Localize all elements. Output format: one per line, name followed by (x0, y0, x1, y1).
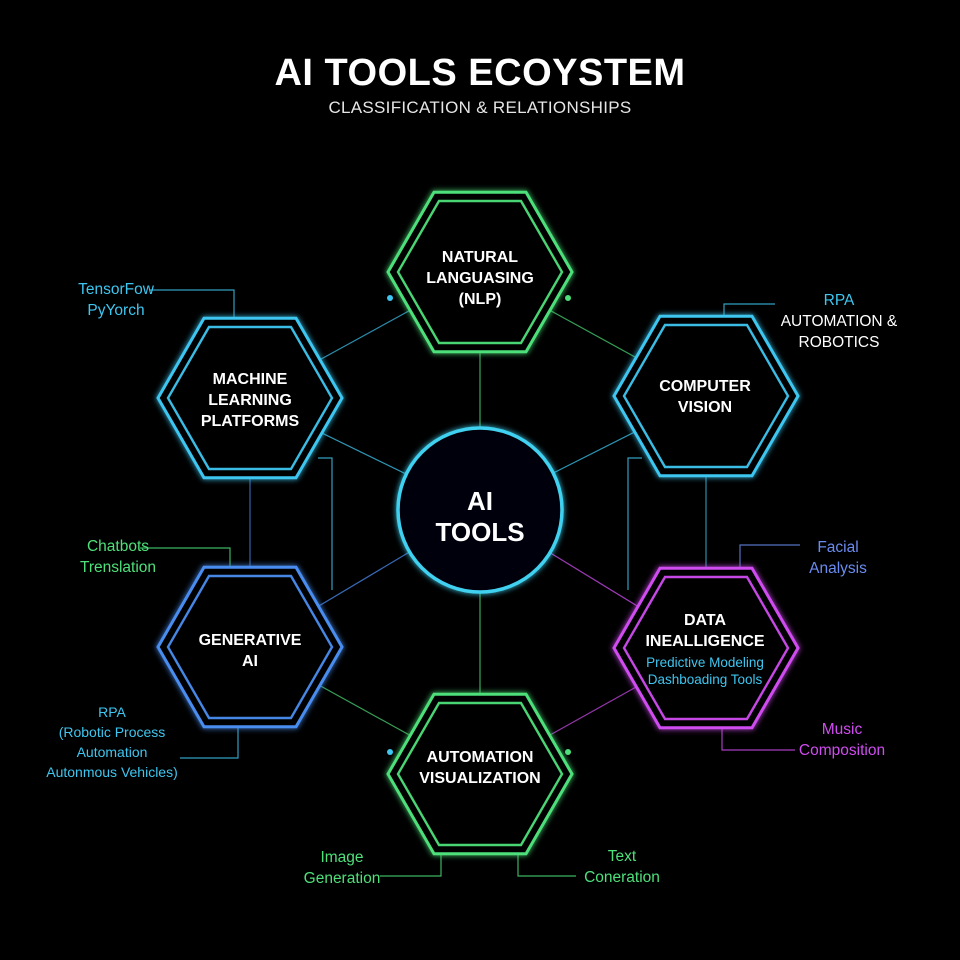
leader-line (318, 457, 333, 590)
node-label-ml: MACHINE LEARNING PLATFORMS (170, 369, 330, 432)
hexagon-inner-ml (166, 325, 334, 471)
hexagon-inner-genai (166, 574, 334, 720)
side-label-rpa-bottom: RPA (Robotic Process Automation Autonmou… (32, 702, 192, 782)
center-line: AI (467, 486, 493, 516)
side-line: Chatbots (86, 538, 150, 555)
node-line: LANGUASING (426, 270, 534, 287)
side-line: Text (607, 848, 637, 865)
hexagon-outer-ml (156, 316, 344, 480)
leader-line (180, 728, 239, 759)
node-label-genai: GENERATIVE AI (170, 630, 330, 672)
leader-line (517, 848, 576, 877)
side-line: Analysis (809, 560, 867, 577)
hexagon-inner-auto (396, 701, 564, 847)
side-line: RPA (823, 292, 855, 309)
connector-dot (565, 749, 571, 755)
side-line: Trenslation (79, 559, 157, 576)
connector-dot (387, 749, 393, 755)
node-label-cv: COMPUTER VISION (625, 376, 785, 418)
node-line: VISUALIZATION (419, 770, 541, 787)
node-line: INEALLIGENCE (645, 633, 765, 650)
hexagon-outer-cv (612, 314, 800, 478)
side-label-facial: Facial Analysis (790, 537, 886, 579)
hexagon-outer-nlp (386, 190, 574, 354)
center-circle (396, 426, 564, 594)
side-line: Generation (303, 870, 381, 887)
node-line: PLATFORMS (200, 413, 300, 430)
page-subtitle: CLASSIFICATION & RELATIONSHIPS (328, 98, 632, 117)
leader-line (721, 725, 795, 751)
hexagon-outer-auto (386, 692, 574, 856)
side-line: (Robotic Process (58, 724, 166, 740)
page-title: AI TOOLS ECOYSTEM (274, 52, 686, 94)
side-label-music: Music Composition (790, 719, 894, 761)
node-line: LEARNING (208, 392, 292, 409)
center-label: AI TOOLS (400, 486, 560, 548)
side-line: ROBOTICS (798, 334, 880, 351)
node-label-data: DATA INEALLIGENCE Predictive Modeling Da… (612, 610, 798, 688)
node-line: DATA (683, 612, 727, 629)
side-line: Coneration (584, 869, 660, 886)
center-line: TOOLS (435, 517, 525, 547)
side-line: Automation (76, 744, 148, 760)
hexagon-inner-nlp (396, 199, 564, 345)
node-line: AI (242, 653, 258, 670)
leader-line (627, 457, 642, 590)
side-line: Facial (817, 539, 859, 556)
side-line: TensorFow (78, 281, 154, 298)
leader-line (140, 547, 231, 572)
connector-dot (387, 295, 393, 301)
hexagon-inner-cv (622, 323, 790, 469)
node-shapes (156, 190, 800, 856)
side-label-ml-tools: TensorFow PyYorch (56, 279, 176, 321)
leader-line (150, 289, 235, 320)
side-label-rpa-top: RPA AUTOMATION & ROBOTICS (764, 290, 914, 353)
side-line: Composition (798, 742, 886, 759)
node-label-auto: AUTOMATION VISUALIZATION (395, 747, 565, 789)
node-line: VISION (677, 399, 733, 416)
node-sub-line: Dashboading Tools (647, 672, 763, 687)
side-line: AUTOMATION & (780, 313, 898, 330)
hexagon-inner-data (622, 575, 790, 721)
leader-line (380, 848, 442, 877)
node-label-nlp: NATURAL LANGUASING (NLP) (400, 247, 560, 310)
side-line: Autonmous Vehicles) (46, 764, 178, 780)
connector-dot (565, 295, 571, 301)
hexagon-outer-data (612, 566, 800, 730)
node-line: NATURAL (441, 249, 519, 266)
leader-line (739, 544, 800, 572)
node-line: MACHINE (212, 371, 288, 388)
leader-line (723, 303, 775, 320)
node-sub-line: Predictive Modeling (646, 655, 764, 670)
node-line: AUTOMATION (426, 749, 534, 766)
side-line: RPA (98, 704, 126, 720)
hexagon-outer-genai (156, 565, 344, 729)
side-label-text-gen: Text Coneration (570, 846, 674, 888)
node-line: GENERATIVE (198, 632, 302, 649)
side-label-chatbots: Chatbots Trenslation (56, 536, 180, 578)
node-line: (NLP) (458, 291, 502, 308)
side-label-image-gen: Image Generation (290, 847, 394, 889)
node-line: COMPUTER (659, 378, 751, 395)
side-line: PyYorch (87, 302, 145, 319)
side-line: Image (320, 849, 364, 866)
side-line: Music (821, 721, 863, 738)
